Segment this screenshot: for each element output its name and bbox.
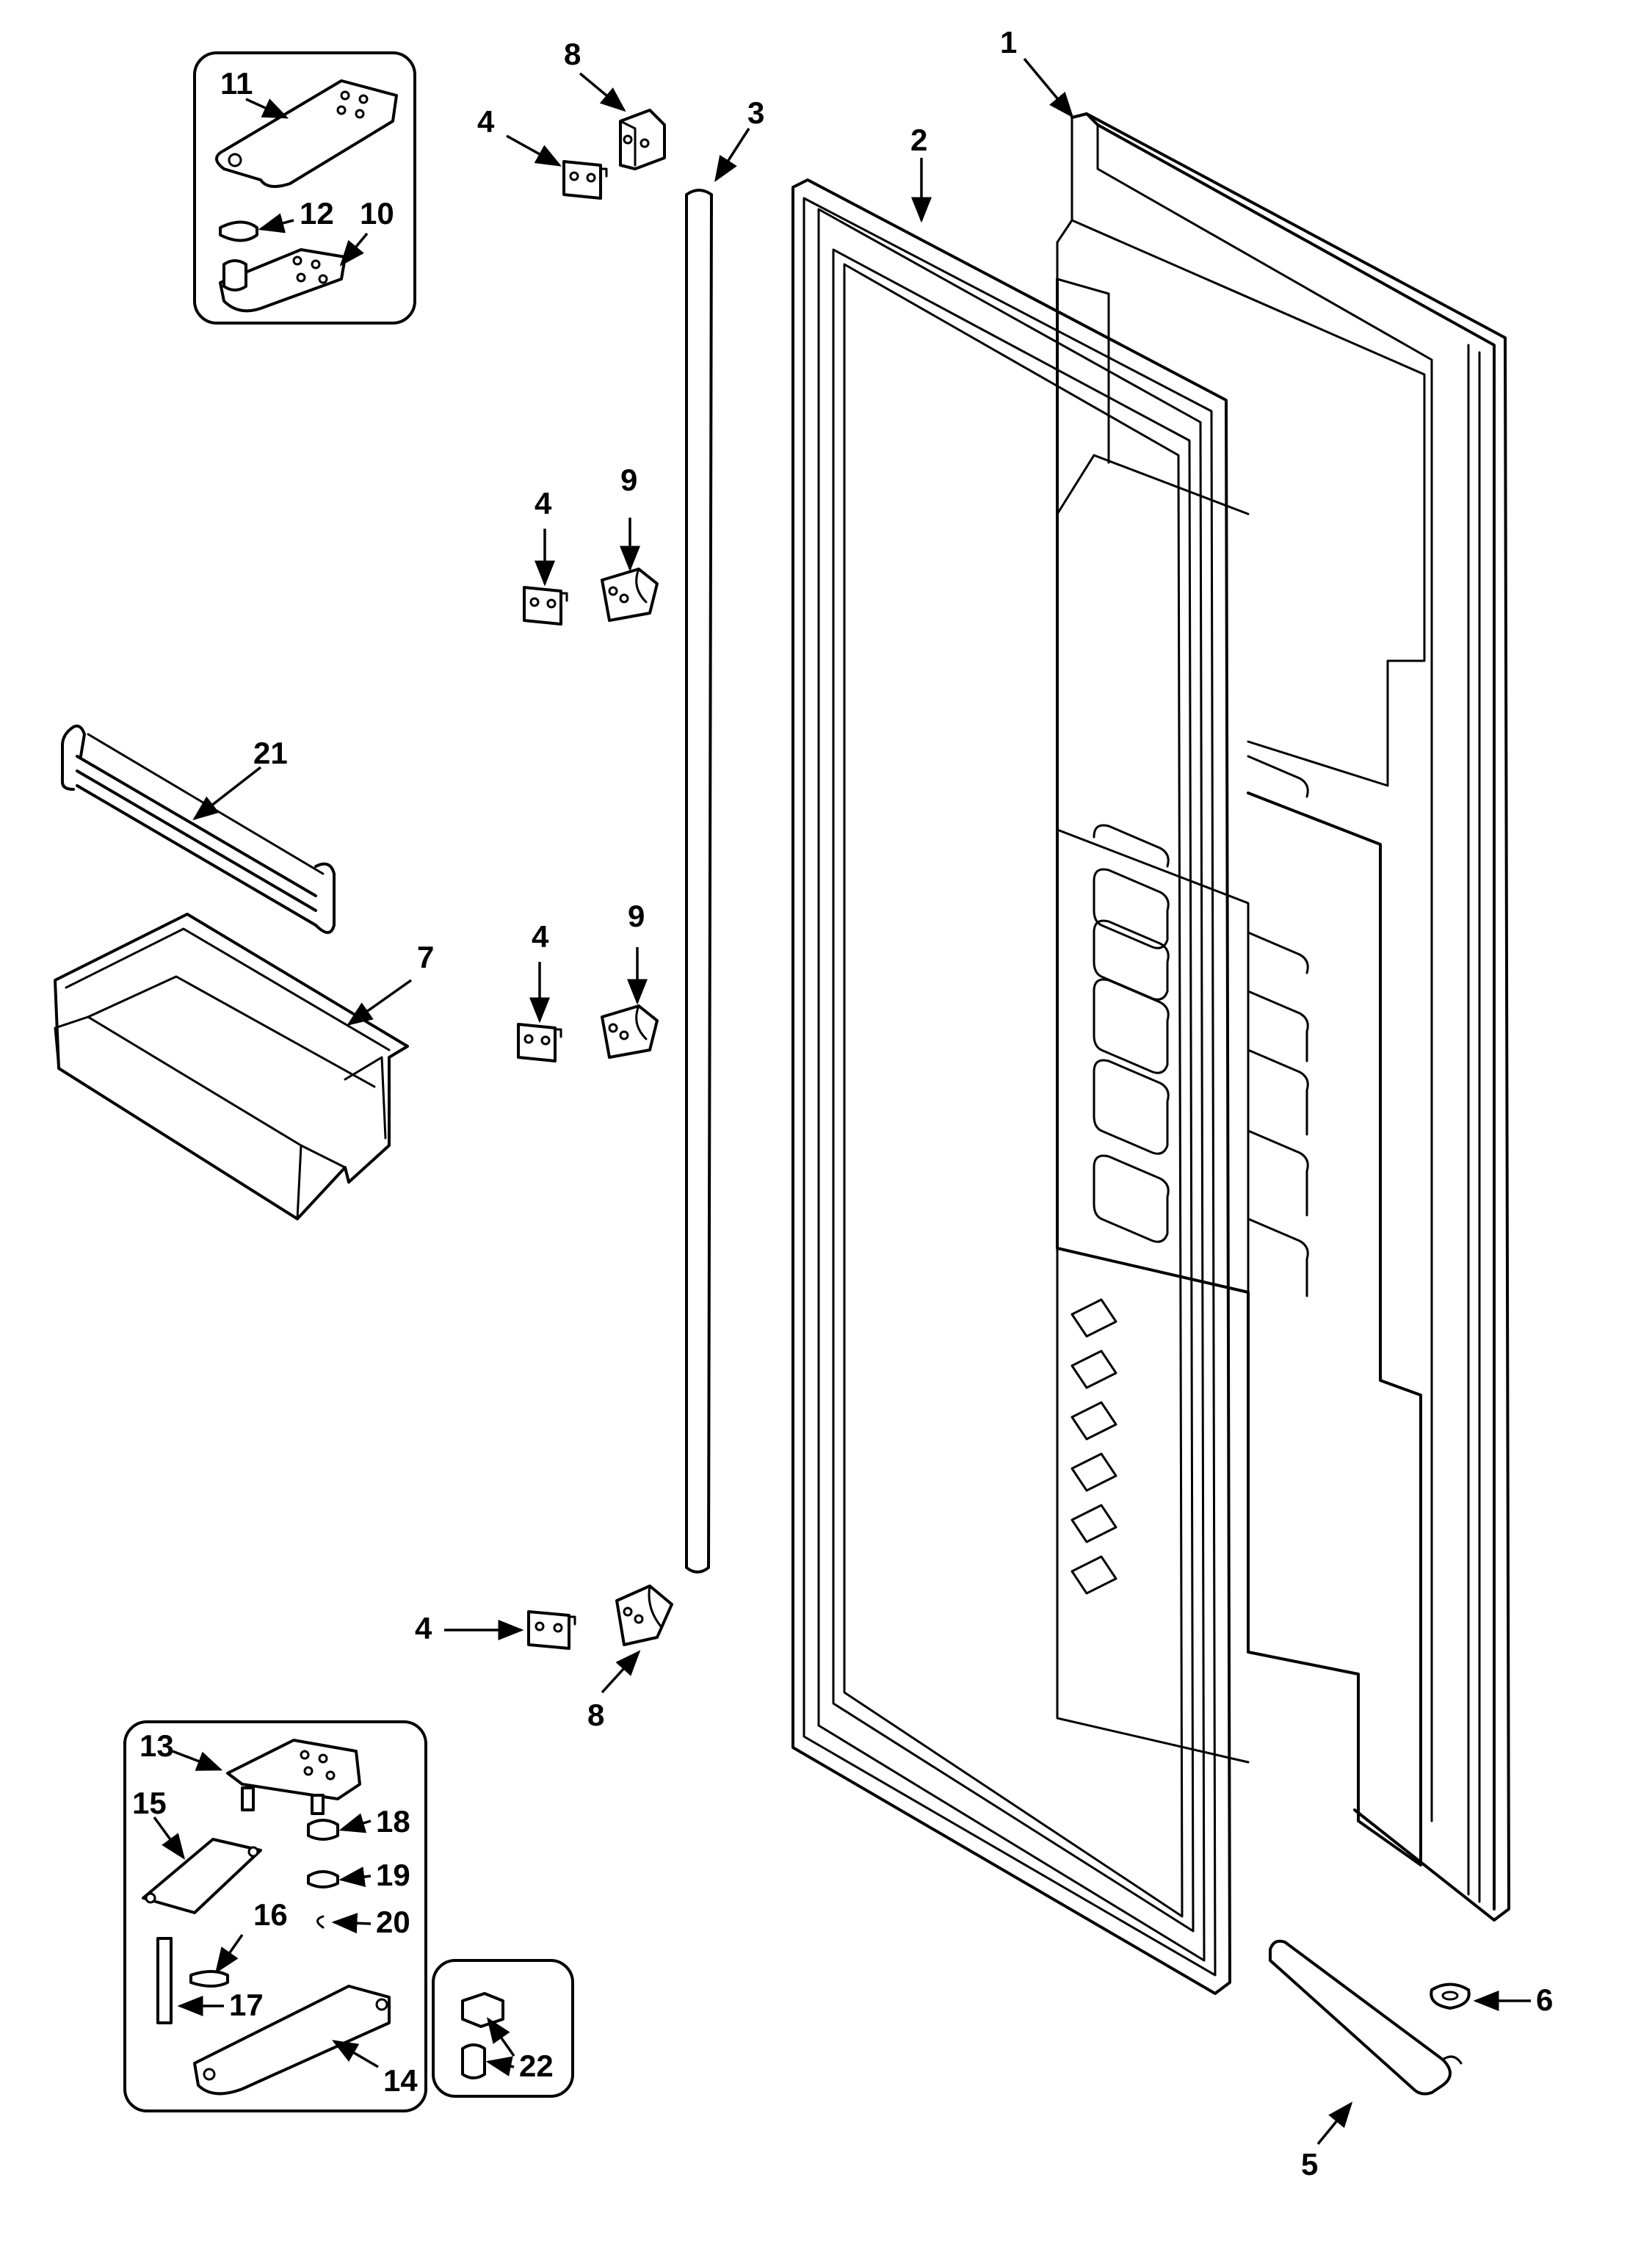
- callout-5: 5: [1301, 2147, 1318, 2181]
- callout-15: 15: [132, 1786, 167, 1820]
- callout-12: 12: [300, 196, 334, 231]
- bracket-upper: [601, 568, 659, 622]
- hinge-kit-bottom-box: [123, 1720, 427, 2112]
- shim-plate-bottom: [527, 1610, 576, 1650]
- callout-8-bottom: 8: [587, 1698, 604, 1732]
- callout-22: 22: [519, 2049, 554, 2083]
- callout-3: 3: [747, 95, 764, 130]
- callout-21: 21: [253, 736, 288, 770]
- leader-lines: [153, 57, 1531, 2145]
- callout-19: 19: [376, 1858, 410, 1892]
- callout-6: 6: [1536, 1982, 1553, 2017]
- shim-plate-upper: [523, 586, 568, 626]
- hinge-kit-top-box: [193, 51, 416, 325]
- callout-labels: 1 2 3 4 8 4 9 4 9 4 8 21 7 11 12 10 13 1…: [132, 25, 1553, 2181]
- callout-4-bottom: 4: [415, 1611, 432, 1645]
- bracket-top: [619, 109, 666, 170]
- callout-8-top: 8: [564, 37, 581, 71]
- door-gasket: [791, 178, 1231, 1995]
- door-rod: [685, 189, 713, 1573]
- shim-plate-top: [562, 160, 608, 200]
- shim-plate-middle: [517, 1023, 562, 1062]
- bracket-bottom: [615, 1585, 673, 1646]
- door-bin: [54, 913, 409, 1220]
- drain-bushing: [1430, 1982, 1471, 2010]
- callout-7: 7: [417, 940, 434, 974]
- door-panel: [1056, 112, 1510, 1922]
- callout-2: 2: [910, 123, 927, 157]
- callout-4-middle: 4: [532, 919, 549, 954]
- callout-10: 10: [360, 196, 394, 231]
- callout-16: 16: [253, 1897, 288, 1932]
- callout-20: 20: [376, 1905, 410, 1939]
- callout-9-middle: 9: [628, 899, 645, 933]
- callout-1: 1: [1000, 25, 1017, 59]
- drain-tube: [1269, 1939, 1463, 2096]
- callout-9-upper: 9: [620, 463, 637, 497]
- callout-18: 18: [376, 1804, 410, 1839]
- wire-shelf: [61, 724, 336, 934]
- bracket-middle: [601, 1004, 659, 1059]
- callout-4-upper: 4: [535, 486, 552, 521]
- callout-13: 13: [140, 1728, 174, 1763]
- callout-17: 17: [229, 1988, 264, 2022]
- callout-11: 11: [220, 66, 253, 101]
- callout-4-top: 4: [477, 104, 495, 139]
- callout-14: 14: [383, 2063, 418, 2098]
